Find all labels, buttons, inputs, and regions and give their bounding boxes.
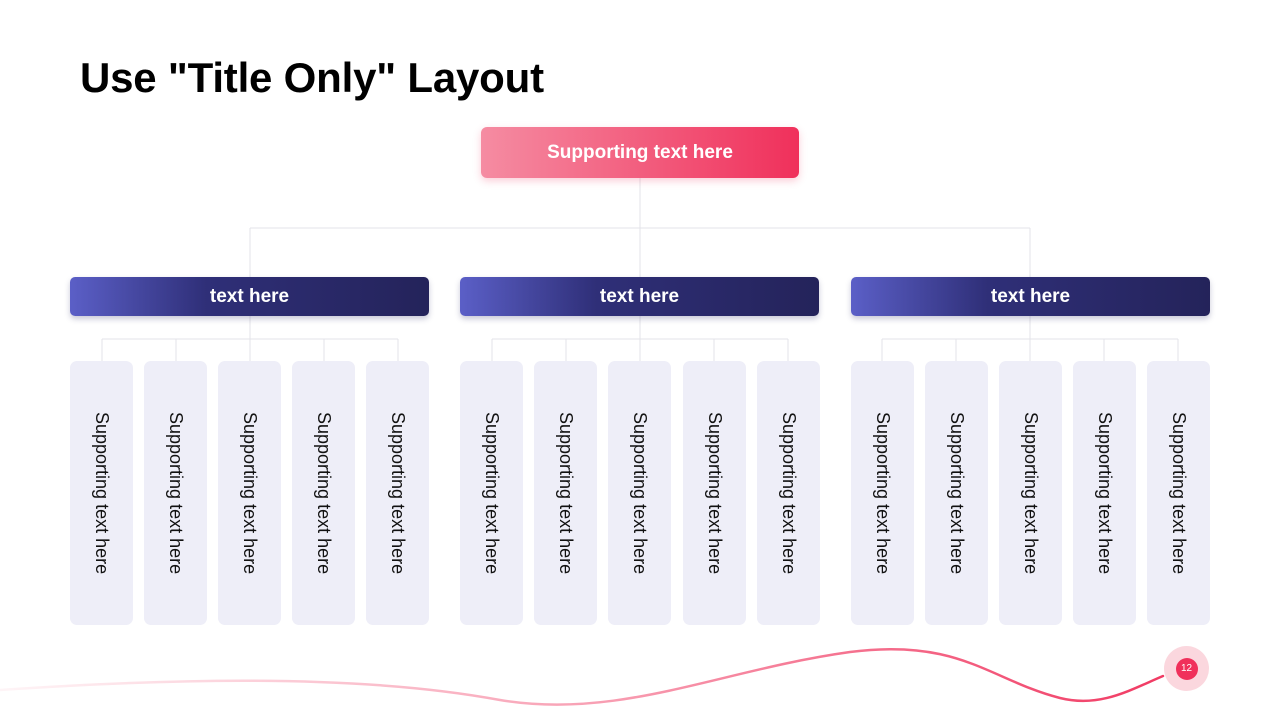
leaf-node: Supporting text here (292, 361, 355, 625)
branch-node-label: text here (209, 285, 290, 307)
slide-title: Use "Title Only" Layout (80, 54, 544, 101)
leaf-node: Supporting text here (460, 361, 523, 625)
leaf-node: Supporting text here (999, 361, 1062, 625)
branch-node-2: text here (460, 277, 819, 316)
leaf-node-label: Supporting text here (166, 411, 186, 575)
page-number-badge: 12 (1164, 646, 1209, 691)
root-node: Supporting text here (481, 127, 799, 178)
leaf-node: Supporting text here (757, 361, 820, 625)
leaf-node: Supporting text here (608, 361, 671, 625)
leaf-node: Supporting text here (218, 361, 281, 625)
leaf-node-label: Supporting text here (1095, 411, 1115, 575)
leaf-node-label: Supporting text here (92, 411, 112, 575)
leaf-node-label: Supporting text here (482, 411, 502, 575)
leaf-node-label: Supporting text here (779, 411, 799, 575)
leaf-node-label: Supporting text here (1169, 411, 1189, 575)
leaf-node-label: Supporting text here (388, 411, 408, 575)
leaf-node-label: Supporting text here (240, 411, 260, 575)
leaf-node: Supporting text here (1073, 361, 1136, 625)
leaf-node: Supporting text here (366, 361, 429, 625)
leaf-node: Supporting text here (70, 361, 133, 625)
leaf-node: Supporting text here (1147, 361, 1210, 625)
leaf-node: Supporting text here (534, 361, 597, 625)
branch-node-label: text here (599, 285, 680, 307)
leaf-node: Supporting text here (683, 361, 746, 625)
branch-node-3: text here (851, 277, 1210, 316)
leaf-node-label: Supporting text here (1021, 411, 1041, 575)
root-node-label: Supporting text here (547, 141, 733, 163)
leaf-node-label: Supporting text here (630, 411, 650, 575)
branch-node-1: text here (70, 277, 429, 316)
leaf-node-label: Supporting text here (947, 411, 967, 575)
decorative-wave (0, 647, 1165, 706)
leaf-node-label: Supporting text here (705, 411, 725, 575)
leaf-node-label: Supporting text here (314, 411, 334, 575)
leaf-node-label: Supporting text here (873, 411, 893, 575)
page-number: 12 (1175, 657, 1198, 680)
leaf-node: Supporting text here (925, 361, 988, 625)
leaf-node-label: Supporting text here (556, 411, 576, 575)
leaf-node: Supporting text here (851, 361, 914, 625)
branch-node-label: text here (990, 285, 1071, 307)
leaf-node: Supporting text here (144, 361, 207, 625)
